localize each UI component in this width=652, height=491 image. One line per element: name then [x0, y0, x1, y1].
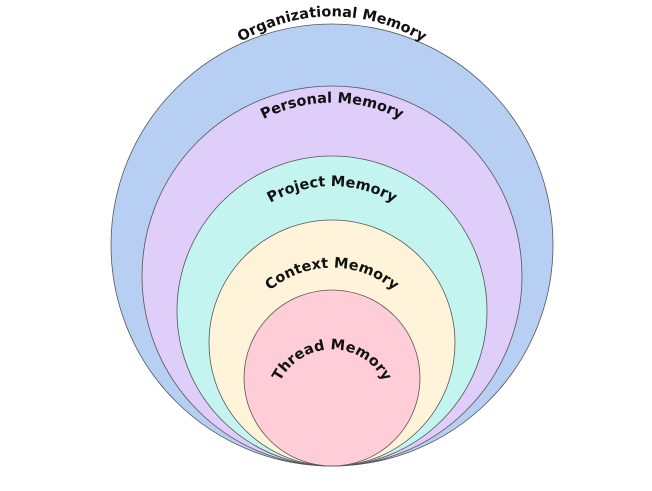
thread-memory-circle [243, 289, 421, 467]
